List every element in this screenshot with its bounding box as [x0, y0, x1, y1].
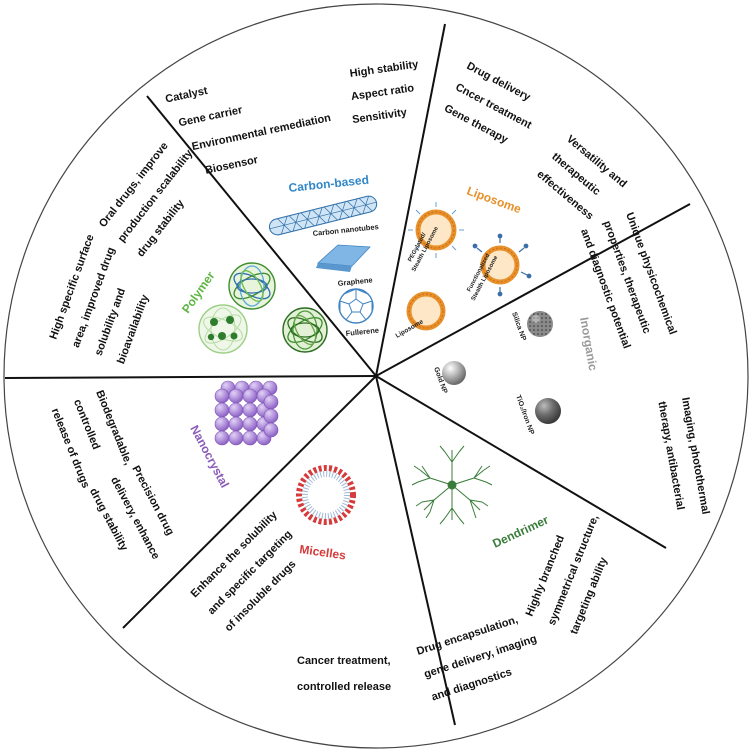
- fullerene-icon: [338, 288, 374, 324]
- fullerene-label: Fullerene: [345, 326, 379, 338]
- gold-np-icon: [442, 361, 466, 385]
- micelle-icon: [296, 465, 356, 525]
- polymer-sphere-icon-3: [282, 307, 328, 353]
- micelles-label: Micelles: [299, 542, 348, 562]
- tio2-iron-np-icon: [535, 398, 561, 424]
- liposome-icon: [406, 291, 446, 331]
- nanocrystal-icon: [214, 380, 279, 446]
- polymer-sphere-icon-2: [198, 304, 248, 354]
- nanotube-icon: [268, 195, 378, 236]
- functionalized-liposome-icon: [472, 233, 532, 297]
- graphene-icon: [316, 244, 371, 272]
- pegylated-liposome-icon: [408, 202, 464, 258]
- polymer-sphere-icon-1: [228, 262, 276, 310]
- sector-dividers: [4, 23, 691, 726]
- silica-np-icon: [527, 311, 553, 337]
- micelles-app-1: Cancer treatment,: [297, 655, 391, 667]
- micelles-app-2: controlled release: [297, 681, 391, 693]
- graphene-label: Graphene: [337, 275, 373, 288]
- dendrimer-icon: [411, 445, 493, 525]
